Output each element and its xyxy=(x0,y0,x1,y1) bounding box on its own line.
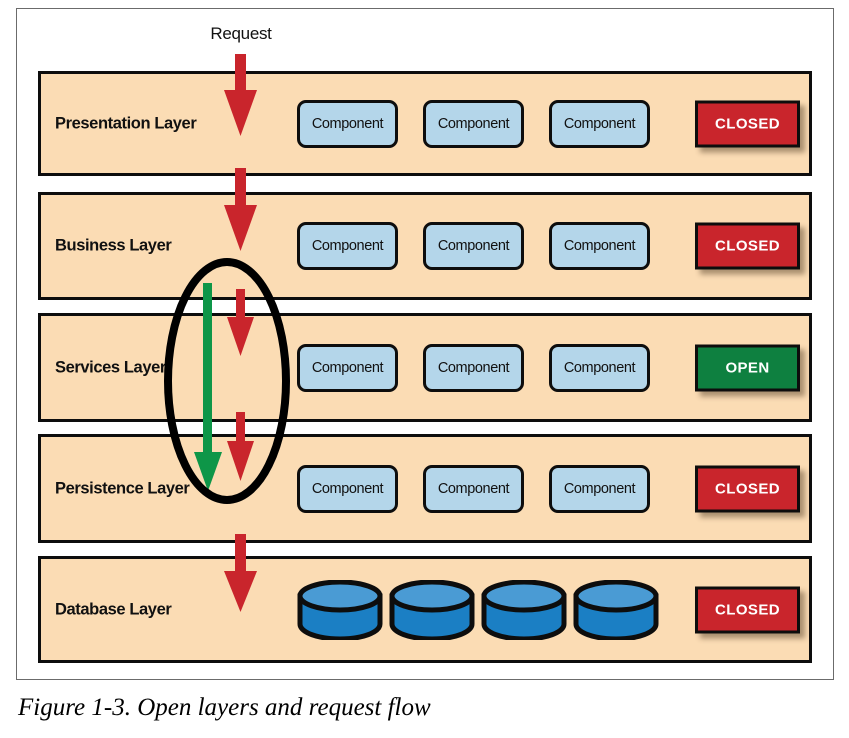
database-cylinder-icon xyxy=(573,579,659,641)
component-box: Component xyxy=(423,99,524,148)
layer-database: Database Layer CLOSED xyxy=(38,556,812,663)
component-box: Component xyxy=(549,222,650,270)
layer-label-business: Business Layer xyxy=(55,236,172,255)
component-box: Component xyxy=(549,99,650,148)
database-cylinder-icon xyxy=(297,579,383,641)
component-box: Component xyxy=(423,343,524,392)
status-badge-closed: CLOSED xyxy=(695,465,800,512)
component-box: Component xyxy=(297,222,398,270)
figure-caption: Figure 1-3. Open layers and request flow xyxy=(18,694,431,721)
component-box: Component xyxy=(297,99,398,148)
layer-label-persistence: Persistence Layer xyxy=(55,479,190,497)
layer-label-presentation: Presentation Layer xyxy=(55,114,197,132)
layer-label-services: Services Layer xyxy=(55,358,166,376)
status-badge-closed: CLOSED xyxy=(695,586,800,633)
database-cylinder-icon xyxy=(389,579,475,641)
layer-persistence: Persistence Layer Component Component Co… xyxy=(38,434,812,543)
component-box: Component xyxy=(423,464,524,513)
status-badge-closed: CLOSED xyxy=(695,222,800,270)
status-badge-open: OPEN xyxy=(695,344,800,391)
layer-services: Services Layer Component Component Compo… xyxy=(38,313,812,422)
layer-business: Business Layer Component Component Compo… xyxy=(38,192,812,300)
layer-presentation: Presentation Layer Component Component C… xyxy=(38,71,812,176)
request-label: Request xyxy=(210,24,272,43)
component-box: Component xyxy=(423,222,524,270)
status-badge-closed: CLOSED xyxy=(695,100,800,147)
component-box: Component xyxy=(297,464,398,513)
component-box: Component xyxy=(297,343,398,392)
layer-label-database: Database Layer xyxy=(55,600,172,618)
component-box: Component xyxy=(549,343,650,392)
component-box: Component xyxy=(549,464,650,513)
database-cylinder-icon xyxy=(481,579,567,641)
